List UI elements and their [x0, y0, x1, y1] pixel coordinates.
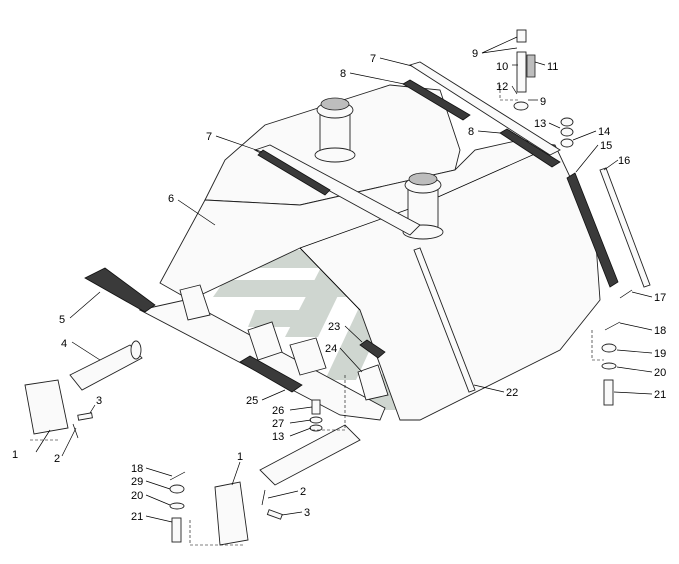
- dashed-connectors: [30, 85, 604, 546]
- callout-14: 14: [598, 126, 610, 138]
- callout-16: 16: [618, 155, 630, 167]
- filler-neck-front: [402, 172, 444, 240]
- leader-lines: [35, 36, 653, 523]
- strap-front: [408, 61, 561, 156]
- callout-5: 5: [59, 314, 65, 326]
- tension-rod-16: [599, 167, 651, 288]
- foot-1a: [24, 379, 69, 435]
- washer-13: [560, 117, 574, 148]
- callout-2b: 2: [300, 486, 306, 498]
- callout-8a: 8: [340, 68, 346, 80]
- rod-22: [413, 247, 476, 393]
- callout-18b: 18: [131, 463, 143, 475]
- frame-bracket-a: [179, 284, 211, 321]
- callout-1a: 1: [12, 449, 18, 461]
- callout-6: 6: [168, 193, 174, 205]
- rubber-pad-8a: [402, 79, 471, 121]
- block-25: [239, 355, 303, 393]
- bolt-stack-top: [513, 29, 536, 111]
- callout-13a: 13: [534, 118, 546, 130]
- callout-26: 26: [272, 405, 284, 417]
- callout-10: 10: [496, 61, 508, 73]
- pad-15: [566, 172, 619, 288]
- callout-8b: 8: [468, 126, 474, 138]
- callout-9b: 9: [540, 96, 546, 108]
- rubber-pad-8b: [499, 128, 561, 168]
- callout-12: 12: [496, 81, 508, 93]
- callout-22: 22: [506, 387, 518, 399]
- callout-7a: 7: [206, 131, 212, 143]
- bolt-stack-right: [601, 321, 621, 406]
- callout-4: 4: [61, 338, 67, 350]
- cross-member: [138, 299, 386, 421]
- wedge-5: [84, 267, 156, 313]
- callout-3b: 3: [304, 507, 310, 519]
- callout-25: 25: [246, 395, 258, 407]
- callout-17: 17: [654, 292, 666, 304]
- pin-17: [619, 289, 633, 299]
- main-tank-body: [159, 139, 601, 421]
- bolt-stack-lower: [169, 471, 186, 543]
- bolt-stack-center: [309, 399, 323, 432]
- tube-4: [69, 340, 143, 391]
- callout-13b: 13: [272, 431, 284, 443]
- callout-21b: 21: [131, 511, 143, 523]
- callout-7b: 7: [370, 53, 376, 65]
- callout-11: 11: [547, 61, 558, 73]
- callout-24: 24: [325, 343, 337, 355]
- callout-9a: 9: [472, 48, 478, 60]
- tube-lower: [259, 424, 361, 486]
- callout-2a: 2: [54, 453, 60, 465]
- callout-23: 23: [328, 321, 340, 333]
- callout-18a: 18: [654, 325, 666, 337]
- callout-labels: 1 2 3 4 5 6 7 7 8 8 9 9 10 11 12 13 13 1…: [12, 48, 666, 523]
- block-23: [359, 339, 386, 359]
- filler-neck-rear: [314, 97, 356, 163]
- callout-15: 15: [600, 140, 612, 152]
- strap-rear: [253, 144, 421, 236]
- callout-27: 27: [272, 418, 284, 430]
- pins-left: [72, 412, 283, 520]
- frame-bracket-c: [289, 337, 327, 376]
- foot-1b: [214, 481, 249, 546]
- frame-bracket-b: [247, 321, 283, 361]
- callout-20b: 20: [131, 490, 143, 502]
- callout-19: 19: [654, 348, 666, 360]
- callout-3a: 3: [96, 395, 102, 407]
- bracket-24: [357, 364, 389, 401]
- callout-21a: 21: [654, 389, 666, 401]
- callout-29: 29: [131, 476, 143, 488]
- callout-1b: 1: [237, 451, 243, 463]
- callout-20a: 20: [654, 367, 666, 379]
